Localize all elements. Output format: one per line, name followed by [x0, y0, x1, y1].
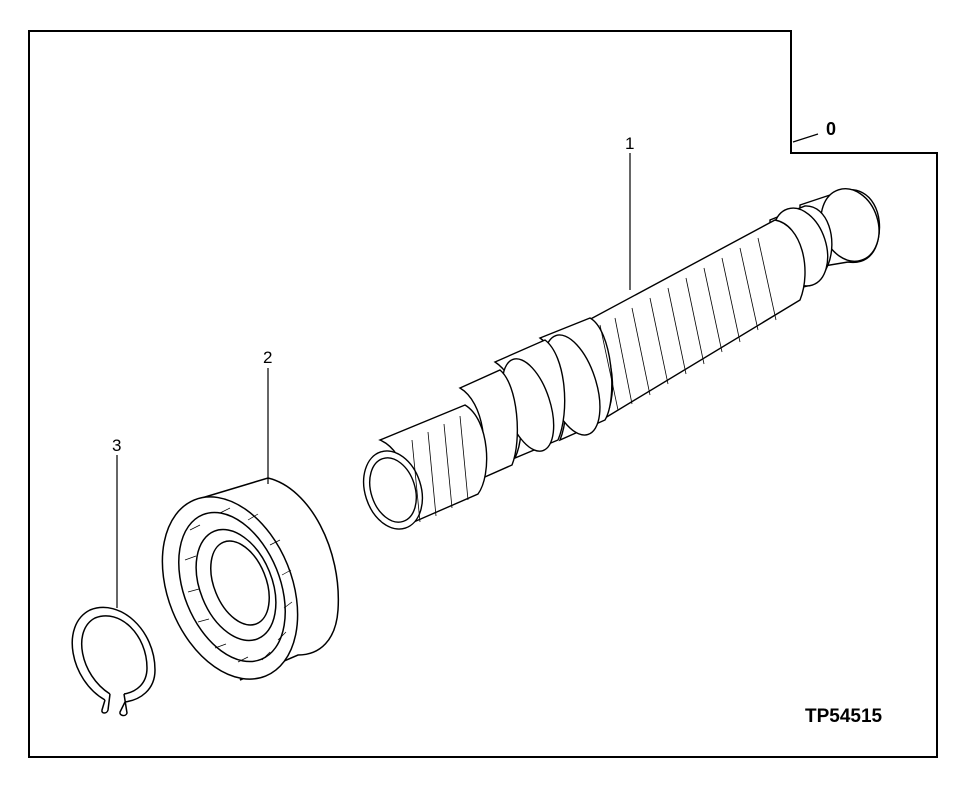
callout-label-2: 2: [263, 348, 272, 367]
bearing-roller-lines: [184, 507, 293, 663]
roller-bearing-icon: [161, 477, 340, 681]
callout-label-1: 1: [625, 134, 634, 153]
shaft-spline-lines: [411, 237, 777, 523]
figure-id: TP54515: [805, 706, 883, 727]
callout-label-0: 0: [826, 119, 836, 139]
leader-line-0: [792, 133, 819, 143]
diagram-frame: [28, 30, 938, 758]
snap-ring-icon: [71, 606, 156, 717]
callout-label-3: 3: [112, 436, 121, 455]
splined-shaft-icon: [362, 188, 881, 530]
callout-leaders: [116, 133, 819, 608]
